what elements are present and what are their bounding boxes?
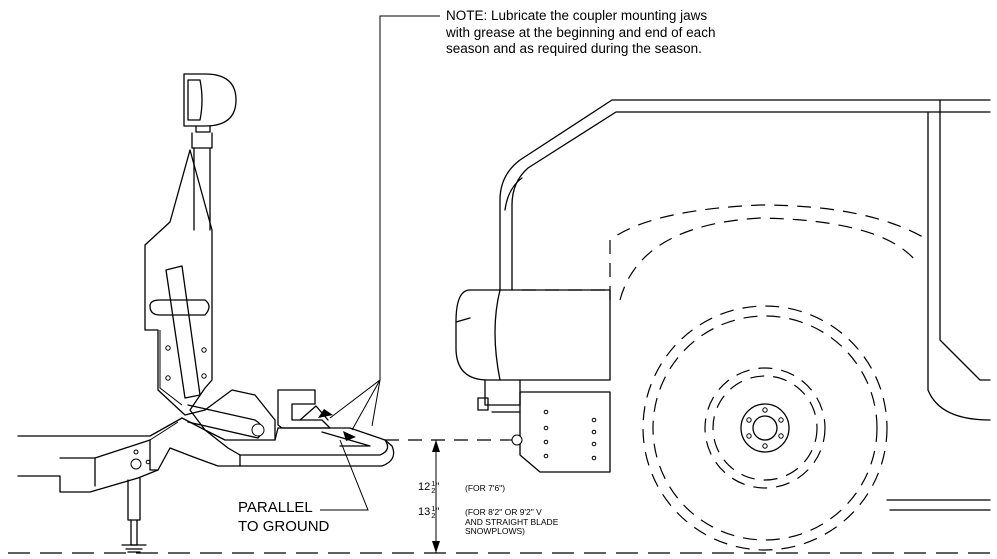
headlight (183, 73, 237, 127)
pivot-pin (251, 423, 265, 437)
dim2-whole: 13 (418, 505, 431, 518)
dim1-label: (FOR 7'6") (465, 483, 506, 493)
lift-cylinder (165, 265, 201, 399)
tire-inner (652, 315, 878, 541)
dim2-unit: " (435, 505, 440, 518)
push-beam (239, 427, 389, 456)
dim1-unit: " (435, 480, 440, 493)
dim2-label-line-1: (FOR 8'2" OR 9'2" V (465, 507, 542, 517)
rim-outer (704, 367, 826, 489)
lubrication-note: NOTE: Lubricate the coupler mounting jaw… (446, 8, 716, 56)
dim1-num: 1 (431, 479, 436, 488)
dim2-den: 2 (431, 511, 436, 520)
vehicle-mount-plate (519, 391, 611, 473)
callout-line-2: TO GROUND (238, 518, 330, 535)
height-dimension (432, 440, 440, 553)
dim2-num: 1 (431, 504, 436, 513)
dim2-label: (FOR 8'2" OR 9'2" V AND STRAIGHT BLADE S… (465, 507, 559, 537)
vehicle (455, 99, 991, 551)
light-post (191, 132, 213, 149)
upright-frame (144, 149, 276, 441)
tire-outer (642, 305, 888, 551)
dim1-whole: 12 (418, 480, 431, 493)
mount-pin (511, 434, 523, 446)
parallel-callout: PARALLEL TO GROUND (238, 498, 329, 536)
dim2-label-line-3: SNOWPLOWS) (465, 526, 525, 536)
dim2-label-line-2: AND STRAIGHT BLADE (465, 516, 559, 527)
hub (740, 403, 790, 453)
fender (939, 99, 991, 381)
front-bumper (455, 289, 611, 381)
a-frame (17, 417, 241, 553)
note-leader (329, 15, 440, 431)
wheel-well (609, 204, 929, 300)
snowplow-mount (144, 73, 276, 441)
parallel-leader (320, 439, 369, 511)
jack-stand (127, 477, 141, 521)
dim1-den: 2 (431, 486, 436, 495)
coupler-jaw (239, 389, 395, 467)
callout-line-1: PARALLEL (238, 499, 313, 516)
hood-line (499, 99, 991, 291)
